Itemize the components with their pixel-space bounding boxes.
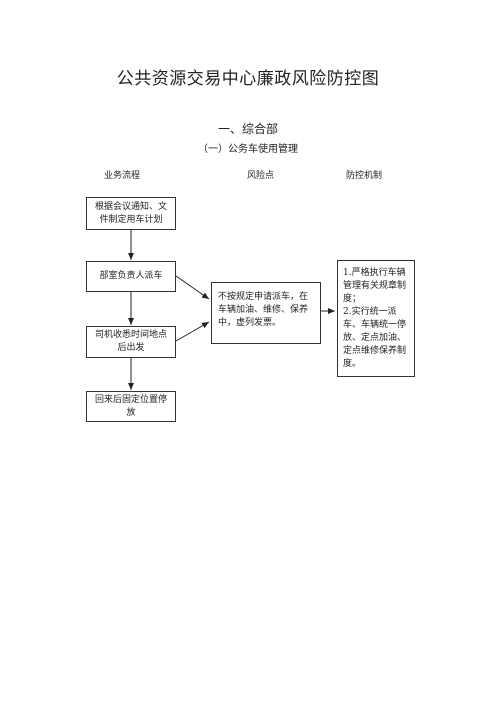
flow-step-2: 部室负责人派车 <box>86 261 176 292</box>
flow-step-1: 根据会议通知、文件制定用车计划 <box>86 197 176 230</box>
flow-step-3-text: 司机收悉时间地点后出发 <box>94 330 167 353</box>
control-measure-1: 1.严格执行车辆管理有关规章制度； <box>343 268 407 304</box>
flow-step-4: 回来后固定位置停放 <box>86 391 176 422</box>
column-header-control: 防控机制 <box>346 171 383 181</box>
flow-step-2-text: 部室负责人派车 <box>99 271 163 281</box>
arrow-step3-to-risk <box>175 321 210 342</box>
risk-point-text: 不按规定申请派车，在车辆加油、维修、保养中，虚列发票。 <box>218 292 309 328</box>
flow-step-4-text: 回来后固定位置停放 <box>94 394 167 418</box>
column-header-risk: 风险点 <box>247 171 275 181</box>
control-measure-2: 2.实行统一派车、车辆统一停放、定点加油、定点维修保养制度。 <box>343 307 407 369</box>
section-title: 一、综合部 <box>217 122 278 136</box>
column-header-process: 业务流程 <box>104 171 141 181</box>
risk-point-box: 不按规定申请派车，在车辆加油、维修、保养中，虚列发票。 <box>211 282 321 344</box>
control-measures-box: 1.严格执行车辆管理有关规章制度； 2.实行统一派车、车辆统一停放、定点加油、定… <box>337 260 415 377</box>
arrow-step2-to-risk <box>175 275 210 300</box>
flow-step-3: 司机收悉时间地点后出发 <box>86 326 176 358</box>
page-title: 公共资源交易中心廉政风险防控图 <box>116 69 380 89</box>
subsection-title: （一）公务车使用管理 <box>198 144 298 155</box>
flow-step-1-text: 根据会议通知、文件制定用车计划 <box>94 201 167 225</box>
